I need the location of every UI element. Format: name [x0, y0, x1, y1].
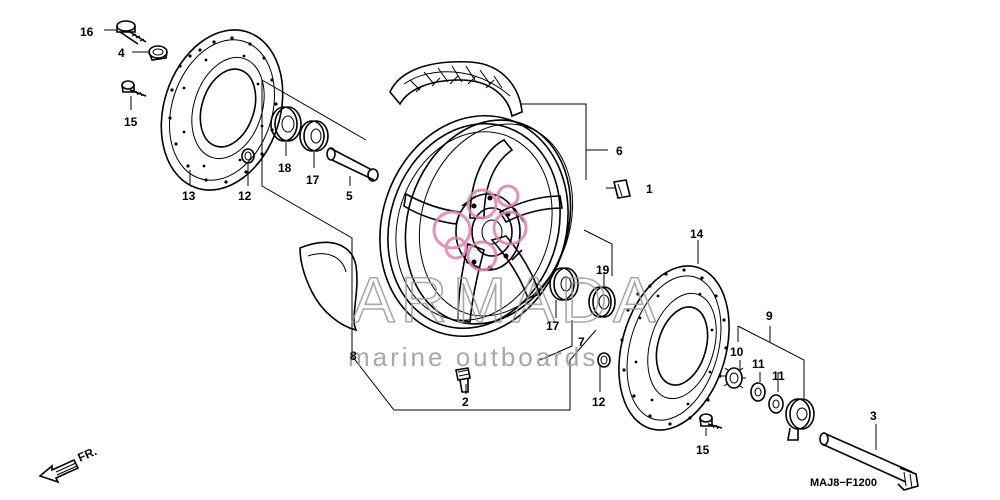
spacer-12-left — [241, 148, 255, 164]
callout-7: 7 — [578, 335, 585, 349]
oil-seal-19 — [588, 286, 616, 318]
callout-1: 1 — [646, 182, 653, 196]
direction-label: FR. — [76, 444, 99, 465]
bearing-17-left — [299, 120, 329, 152]
tire — [299, 60, 523, 332]
callout-9: 9 — [766, 309, 773, 323]
diagram-code: MAJ8−F1200 — [810, 477, 877, 489]
callout-8: 8 — [350, 349, 357, 363]
callout-15-left: 15 — [124, 115, 138, 129]
callout-17-left: 17 — [306, 173, 320, 187]
callout-6: 6 — [616, 144, 623, 158]
callout-15-right: 15 — [696, 443, 710, 457]
watermark-brand: ARMADA — [352, 264, 662, 336]
callout-16: 16 — [80, 25, 94, 39]
spacer-12-right — [597, 352, 611, 368]
callout-12-left: 12 — [238, 189, 252, 203]
callout-19: 19 — [596, 263, 610, 277]
bearing-17-right — [549, 267, 579, 301]
front-axle-3 — [819, 432, 919, 491]
callout-13: 13 — [182, 189, 196, 203]
callout-11-a: 11 — [752, 357, 765, 371]
callout-4: 4 — [118, 46, 125, 60]
callout-11-b: 11 — [772, 369, 785, 383]
disc-bolt-16 — [116, 20, 147, 45]
callout-3: 3 — [870, 409, 877, 423]
callout-5: 5 — [346, 189, 353, 203]
callout-10: 10 — [730, 345, 744, 359]
callout-17-right: 17 — [546, 319, 560, 333]
part-callouts: 16 4 15 13 12 18 17 5 6 1 14 19 17 7 8 2… — [80, 25, 877, 457]
callout-14: 14 — [690, 227, 704, 241]
disc-bolt-15-right — [699, 413, 723, 430]
watermark-logo-icon — [432, 184, 528, 272]
leader-lines — [104, 29, 877, 450]
speedometer-gear-assembly — [722, 367, 815, 441]
right-brake-disc — [618, 265, 730, 431]
disc-bolt-15-left — [121, 80, 147, 97]
callout-12-right: 12 — [592, 395, 606, 409]
watermark-tagline: marine outboards — [348, 342, 598, 372]
callout-2: 2 — [462, 395, 469, 409]
watermark: ARMADA marine outboards — [348, 184, 662, 372]
callout-18: 18 — [278, 161, 292, 175]
balance-weight-1 — [613, 179, 631, 199]
distance-collar-5 — [326, 147, 379, 182]
valve-2 — [455, 367, 471, 393]
front-direction-indicator: FR. — [38, 444, 99, 484]
direction-arrow-icon — [38, 458, 80, 484]
left-brake-disc — [160, 29, 284, 191]
collar-4 — [148, 45, 168, 61]
oil-seal-18 — [270, 106, 302, 142]
